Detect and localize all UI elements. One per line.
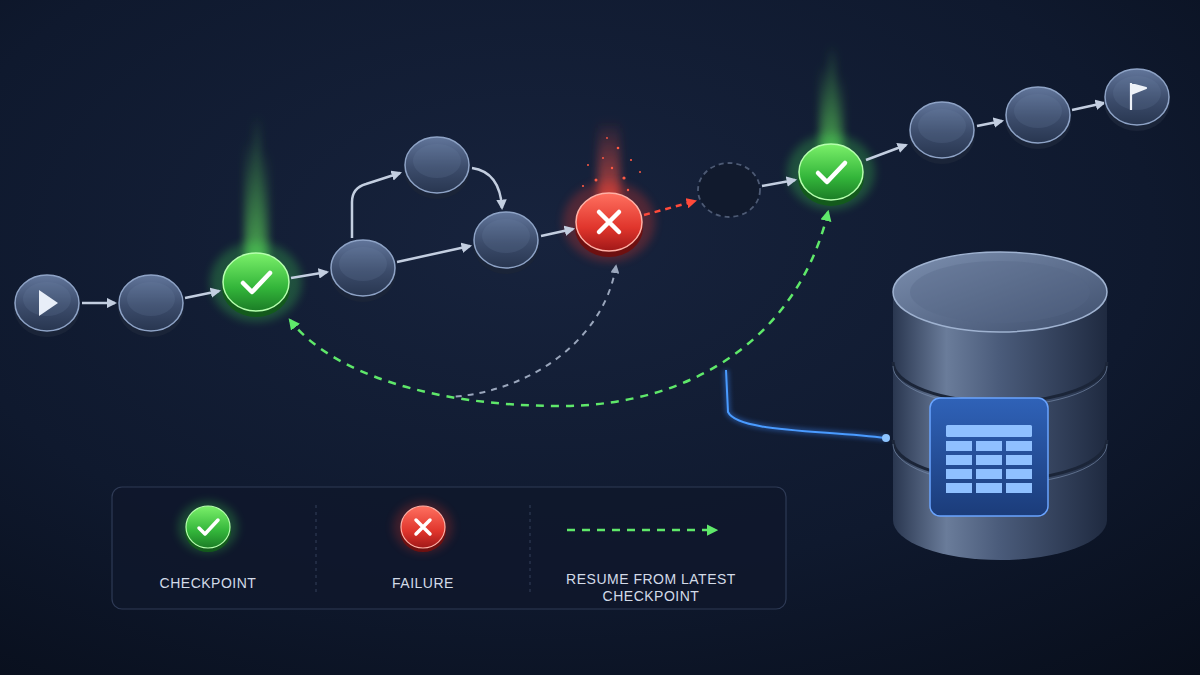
flow-arrow — [541, 229, 573, 236]
particle — [602, 157, 604, 159]
table-cell — [1006, 483, 1032, 493]
checkpoint-halo — [787, 134, 875, 210]
flow-arrow — [762, 180, 795, 186]
legend-divider — [316, 505, 317, 592]
table-cell — [976, 483, 1002, 493]
table-cell — [946, 455, 972, 465]
table-cell — [1006, 455, 1032, 465]
x-icon — [599, 212, 619, 232]
failure-node — [576, 193, 642, 251]
checkpoint-glow — [246, 45, 842, 260]
flow-arrow — [185, 291, 219, 298]
particle — [630, 159, 632, 161]
check-icon — [199, 520, 218, 534]
legend-checkpoint-sample — [186, 506, 230, 548]
legend-failure-sample — [401, 506, 445, 548]
failure-halo — [563, 182, 655, 262]
glow-ray — [254, 115, 260, 260]
check-icon — [243, 273, 270, 292]
table-header — [946, 425, 1032, 437]
particle — [587, 164, 589, 166]
flow-arrow — [352, 173, 400, 238]
resume-path — [290, 212, 828, 406]
legend-halo — [178, 501, 238, 553]
flow-arrow — [1072, 103, 1104, 110]
glow-ray — [246, 140, 251, 260]
failed-arrow — [644, 201, 695, 215]
step-node — [404, 137, 470, 199]
db-link-glow — [726, 370, 886, 438]
db-link — [726, 370, 886, 438]
x-icon — [416, 520, 430, 534]
db-panel — [930, 398, 1048, 516]
step-node — [118, 275, 184, 337]
flow-arrow — [82, 302, 115, 305]
db-top — [893, 252, 1107, 332]
step-node — [473, 212, 539, 274]
legend-label: RESUME FROM LATEST CHECKPOINT — [564, 571, 738, 605]
particle — [627, 189, 629, 191]
particle — [611, 167, 613, 169]
flag-icon — [1131, 83, 1146, 110]
failure-particles — [582, 137, 641, 191]
failure-trace — [450, 266, 616, 397]
table-cell — [946, 483, 972, 493]
step-node — [330, 240, 396, 302]
table-cell — [1006, 469, 1032, 479]
checkpoint-node — [223, 253, 289, 311]
database — [893, 252, 1107, 560]
table-cell — [946, 469, 972, 479]
flow-arrow — [291, 272, 327, 278]
db-top-inner — [910, 261, 1090, 323]
legend-halo — [393, 501, 453, 553]
legend-divider — [530, 505, 531, 592]
table-cell — [976, 441, 1002, 451]
particle — [606, 137, 608, 139]
table-cell — [976, 469, 1002, 479]
flow-arrow — [866, 145, 906, 160]
table-icon — [946, 425, 1032, 493]
checkpoint-halo — [210, 242, 302, 322]
start-node — [14, 275, 80, 337]
particle — [639, 171, 641, 173]
table-cell — [1006, 441, 1032, 451]
check-icon — [818, 163, 845, 182]
skipped-node — [698, 163, 760, 217]
table-cell — [976, 455, 1002, 465]
checkpoint-node — [799, 144, 863, 200]
particle — [582, 185, 584, 187]
db-link-dot — [882, 434, 890, 442]
particle — [622, 176, 625, 179]
play-icon — [39, 290, 58, 316]
finish-node — [1104, 69, 1170, 131]
particle — [595, 179, 598, 182]
flow-arrow — [472, 168, 502, 208]
legend-resume-sample — [567, 529, 716, 532]
flow-arrow — [397, 246, 470, 262]
legend-label: FAILURE — [328, 575, 518, 592]
flow-arrow — [977, 121, 1002, 126]
db-band — [893, 362, 1107, 402]
step-node — [1005, 87, 1071, 149]
legend-frame — [112, 487, 786, 609]
legend-label: CHECKPOINT — [113, 575, 303, 592]
particle — [617, 147, 620, 150]
table-cell — [946, 441, 972, 451]
db-band — [893, 440, 1107, 480]
step-node — [909, 102, 975, 164]
